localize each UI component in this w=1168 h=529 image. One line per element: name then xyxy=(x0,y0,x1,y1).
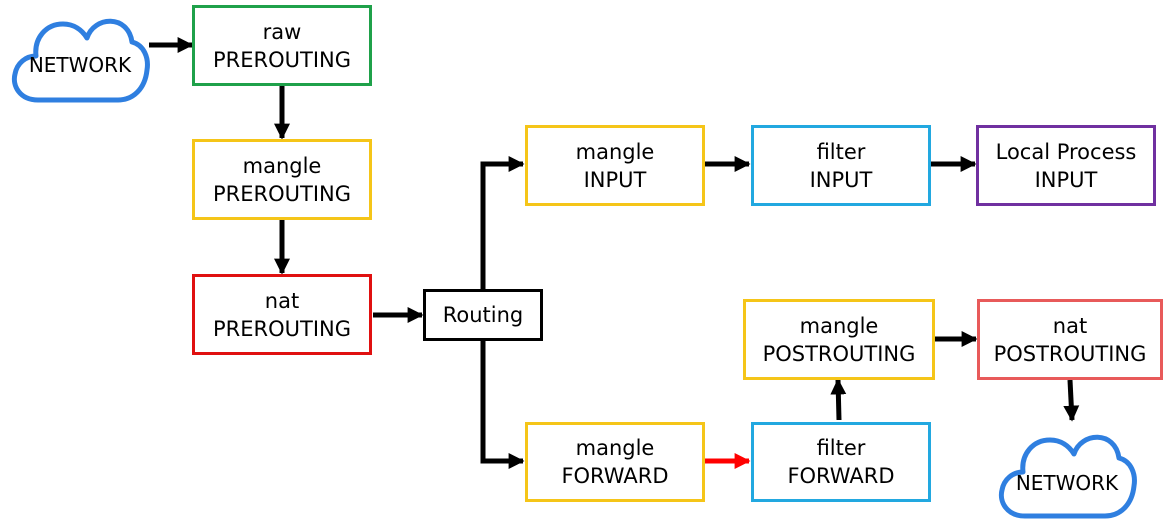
box-line1: filter xyxy=(816,139,866,164)
box-line2: FORWARD xyxy=(787,464,895,488)
mangle-postrouting-box: mangle POSTROUTING xyxy=(743,299,935,380)
box-line1: mangle xyxy=(575,139,655,164)
box-line1: mangle xyxy=(242,153,322,178)
arrow-filter-forward-to-mangle-postrouting xyxy=(830,378,847,421)
filter-input-box: filter INPUT xyxy=(751,125,931,206)
arrow-routing-to-mangle-forward xyxy=(480,341,525,470)
cloud-icon xyxy=(998,434,1137,519)
box-line2: INPUT xyxy=(809,167,873,192)
box-line1: nat xyxy=(1052,313,1088,338)
filter-forward-box: filter FORWARD xyxy=(751,422,931,502)
box-line2: INPUT xyxy=(1034,167,1098,192)
box-line1: mangle xyxy=(575,436,655,460)
box-line2: PREROUTING xyxy=(212,181,352,206)
box-line1: Local Process xyxy=(995,139,1137,164)
box-line1: raw xyxy=(262,19,302,44)
nat-prerouting-box: nat PREROUTING xyxy=(192,274,372,355)
mangle-forward-box: mangle FORWARD xyxy=(525,422,705,502)
cloud-icon xyxy=(11,18,150,103)
box-line2: PREROUTING xyxy=(212,316,352,341)
box-line1: Routing xyxy=(442,303,524,327)
box-line2: FORWARD xyxy=(561,464,669,488)
arrow-routing-to-mangle-input xyxy=(480,155,525,289)
box-line1: filter xyxy=(816,436,866,460)
raw-prerouting-box: raw PREROUTING xyxy=(192,5,372,86)
box-line2: POSTROUTING xyxy=(762,341,916,366)
mangle-input-box: mangle INPUT xyxy=(525,125,705,206)
arrow-nat-postrouting-to-network xyxy=(1063,379,1080,422)
cloud-label-destination: NETWORK xyxy=(1015,471,1119,495)
mangle-prerouting-box: mangle PREROUTING xyxy=(192,139,372,220)
nat-postrouting-box: nat POSTROUTING xyxy=(977,299,1163,380)
routing-box: Routing xyxy=(423,289,543,341)
box-line1: mangle xyxy=(799,313,879,338)
box-line1: nat xyxy=(264,288,300,313)
cloud-label-source: NETWORK xyxy=(28,53,132,77)
box-line2: POSTROUTING xyxy=(993,341,1147,366)
local-process-input-box: Local Process INPUT xyxy=(976,125,1156,206)
box-line2: INPUT xyxy=(583,167,647,192)
box-line2: PREROUTING xyxy=(212,47,352,72)
